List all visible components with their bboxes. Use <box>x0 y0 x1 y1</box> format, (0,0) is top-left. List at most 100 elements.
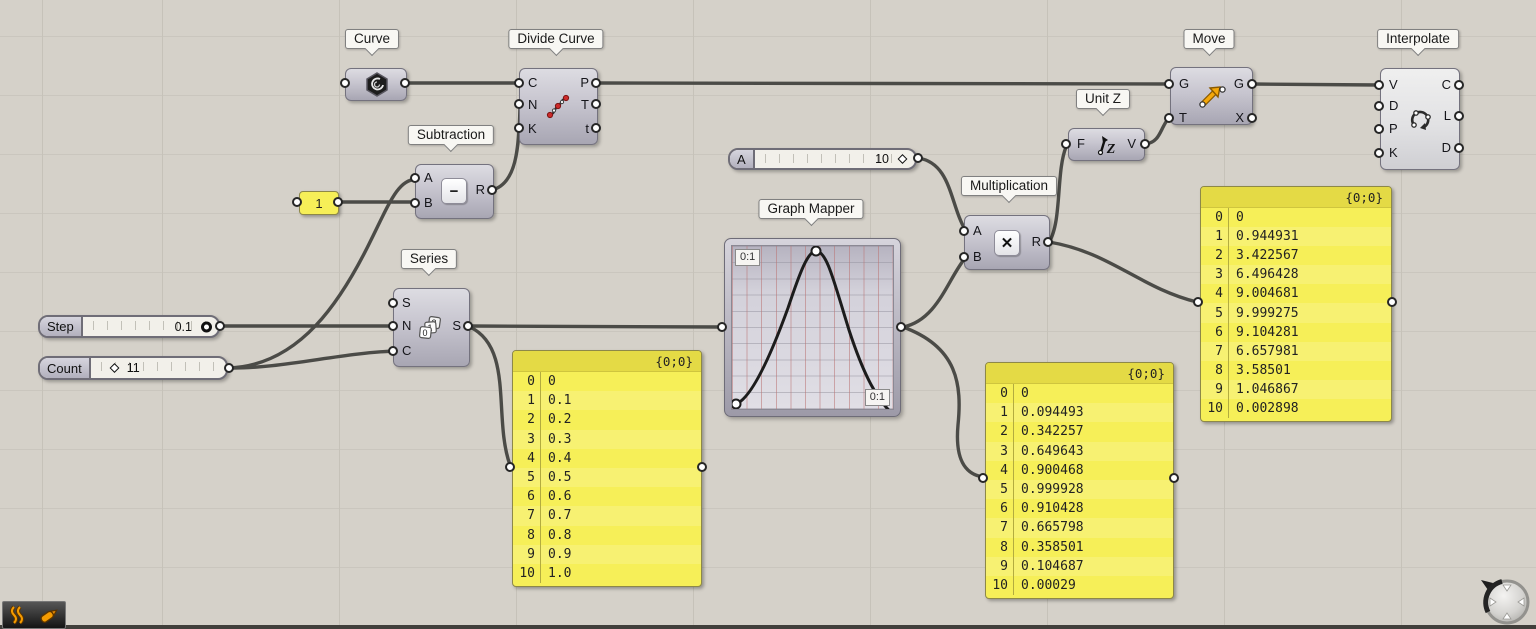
port-dividecurve-T[interactable] <box>591 99 601 109</box>
component-interpolate[interactable]: V D P K C L D <box>1380 68 1460 170</box>
port-series-C[interactable] <box>388 346 398 356</box>
port-interpolate-P[interactable] <box>1374 124 1384 134</box>
component-series[interactable]: S N C S 2 1 0 <box>393 288 470 367</box>
port-count-slider-out[interactable] <box>224 363 234 373</box>
port-label-V: V <box>1127 136 1136 151</box>
move-icon <box>1199 86 1226 108</box>
port-interpolate-D[interactable] <box>1374 101 1384 111</box>
port-multiplication-B[interactable] <box>959 252 969 262</box>
wire-multiplication-to-unitz[interactable] <box>1047 145 1068 244</box>
wire-move-to-interpolate[interactable] <box>1250 82 1381 87</box>
port-label-C: C <box>1441 77 1451 92</box>
port-series-S-out[interactable] <box>463 321 473 331</box>
port-interpolate-C[interactable] <box>1454 80 1464 90</box>
component-curve[interactable] <box>345 68 407 101</box>
component-move[interactable]: G T G X <box>1170 67 1253 125</box>
port-unitz-F[interactable] <box>1061 139 1071 149</box>
port-dividecurve-N[interactable] <box>514 99 524 109</box>
port-graphmapper-out[interactable] <box>896 322 906 332</box>
port-unitz-V[interactable] <box>1140 139 1150 149</box>
a-slider-track[interactable]: 10 <box>755 150 915 168</box>
port-multiplication-A[interactable] <box>959 226 969 236</box>
step-slider[interactable]: Step 0.1 <box>38 315 220 338</box>
graph-domain-label-bottom: 0:1 <box>864 389 890 406</box>
wire-count-to-series[interactable] <box>226 349 397 370</box>
component-multiplication[interactable]: A B R ✕ <box>964 215 1050 270</box>
port-label-V: V <box>1389 77 1398 92</box>
graph-handle-start[interactable] <box>732 398 742 409</box>
port-interpolate-L[interactable] <box>1454 111 1464 121</box>
port-move-G-in[interactable] <box>1164 79 1174 89</box>
port-panel1-out[interactable] <box>697 462 707 472</box>
wire-graphmapper-to-multiplication[interactable] <box>901 255 968 329</box>
port-subtraction-R[interactable] <box>487 185 497 195</box>
graph-handle-peak[interactable] <box>810 246 822 257</box>
count-slider-track[interactable]: 11 <box>91 358 226 378</box>
port-interpolate-K[interactable] <box>1374 148 1384 158</box>
wire-subtraction-to-dividecurve[interactable] <box>490 104 522 192</box>
graph-mapper-component[interactable]: 0:1 0:1 <box>724 238 901 417</box>
count-slider[interactable]: Count 11 <box>38 356 228 380</box>
port-panel2-out[interactable] <box>1169 473 1179 483</box>
component-divide-curve[interactable]: C N K P T t <box>519 68 598 145</box>
port-series-S-in[interactable] <box>388 298 398 308</box>
wire-count-to-subtraction[interactable] <box>226 177 419 370</box>
port-panel3-out[interactable] <box>1387 297 1397 307</box>
port-step-slider-out[interactable] <box>215 321 225 331</box>
port-graphmapper-in[interactable] <box>717 322 727 332</box>
graph-mapper-plot[interactable]: 0:1 0:1 <box>731 245 894 410</box>
wire-dividecurve-to-move[interactable] <box>594 81 1172 86</box>
port-subtraction-B[interactable] <box>410 198 420 208</box>
port-dividecurve-K[interactable] <box>514 123 524 133</box>
wire-series-to-graphmapper[interactable] <box>467 324 724 329</box>
port-curve-out[interactable] <box>400 78 410 88</box>
port-multiplication-R[interactable] <box>1043 237 1053 247</box>
port-label-D-out: D <box>1441 140 1451 155</box>
port-move-G-out[interactable] <box>1247 79 1257 89</box>
port-label-S-in: S <box>402 295 411 310</box>
step-slider-track[interactable]: 0.1 <box>83 317 218 336</box>
component-unit-z[interactable]: F V Z <box>1068 128 1145 161</box>
port-panel3-in[interactable] <box>1193 297 1203 307</box>
wire-graphmapper-to-panel[interactable] <box>901 325 985 479</box>
graph-curve <box>732 246 890 409</box>
port-subtraction-A[interactable] <box>410 173 420 183</box>
port-dividecurve-P[interactable] <box>591 78 601 88</box>
port-series-N[interactable] <box>388 321 398 331</box>
wire-multiplication-to-panel[interactable] <box>1047 240 1199 304</box>
port-curve-in[interactable] <box>340 78 350 88</box>
port-label-R: R <box>475 182 485 197</box>
port-move-T[interactable] <box>1164 113 1174 123</box>
navigation-compass[interactable] <box>1477 570 1535 628</box>
port-panel1-in[interactable] <box>505 462 515 472</box>
wire-unitz-to-move[interactable] <box>1144 117 1170 146</box>
port-dividecurve-C[interactable] <box>514 78 524 88</box>
port-panel2-in[interactable] <box>978 473 988 483</box>
component-subtraction[interactable]: A B R − <box>415 164 494 219</box>
wire-series-to-panel[interactable] <box>468 325 512 467</box>
port-dividecurve-t[interactable] <box>591 123 601 133</box>
port-label-R: R <box>1031 234 1041 249</box>
port-one-panel-in[interactable] <box>292 197 302 207</box>
sketch-marker-icon[interactable] <box>37 605 61 625</box>
fancy-wires-icon[interactable] <box>7 605 29 625</box>
port-a-slider-out[interactable] <box>913 153 923 163</box>
port-interpolate-D-out[interactable] <box>1454 143 1464 153</box>
port-one-panel-out[interactable] <box>333 197 343 207</box>
port-interpolate-V[interactable] <box>1374 80 1384 90</box>
a-slider[interactable]: A 10 <box>728 148 917 170</box>
step-slider-grip[interactable] <box>201 321 212 332</box>
port-move-X[interactable] <box>1247 113 1257 123</box>
wire-sliderA-to-multiplication[interactable] <box>916 156 968 233</box>
